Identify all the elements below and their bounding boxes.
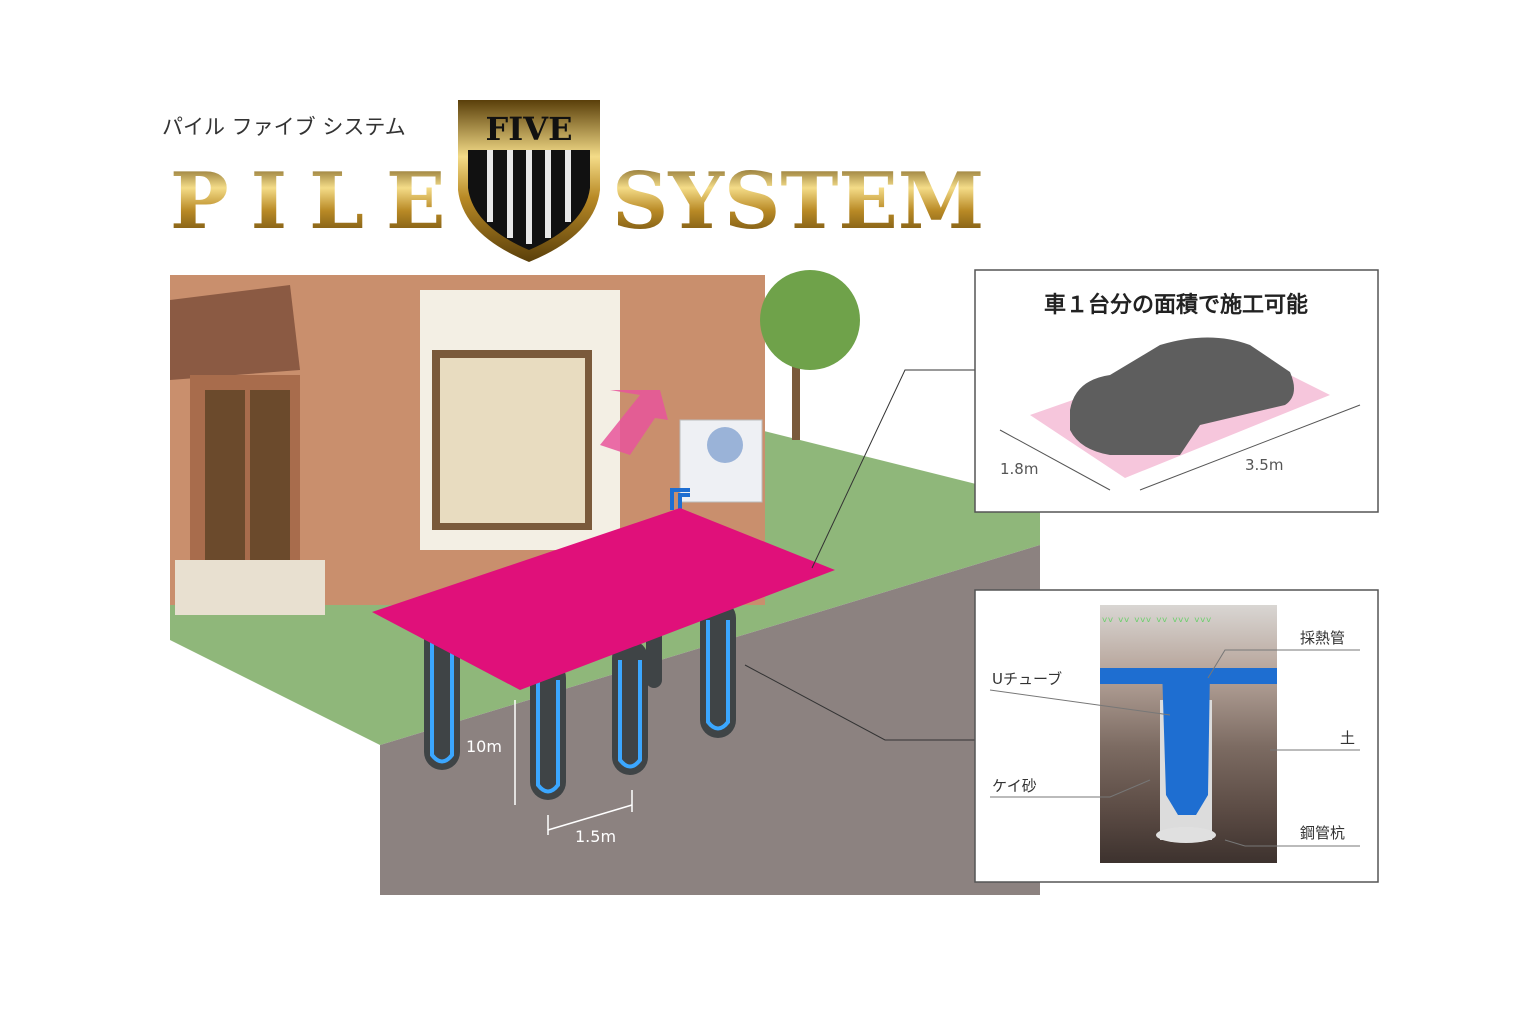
callout-area: 車１台分の面積で施工可能 1.8m 3.5m — [974, 269, 1379, 513]
arrow-icon — [600, 390, 668, 455]
label-steel-pile: 鋼管杭 — [1300, 824, 1345, 842]
logo-word-pile: PILE — [170, 156, 467, 247]
logo-word-system: SYSTEM — [612, 156, 984, 247]
label-heat-pipe: 採熱管 — [1300, 629, 1345, 647]
spacing-label: 1.5m — [575, 827, 616, 846]
label-silica-sand: ケイ砂 — [992, 777, 1037, 795]
installation-area — [372, 508, 835, 690]
leader-line — [744, 664, 975, 741]
pile — [700, 600, 736, 738]
logo-badge-five: FIVE — [486, 110, 573, 148]
label-u-tube: Uチューブ — [992, 670, 1062, 688]
dimension-lines — [514, 700, 633, 835]
width-label: 1.8m — [1000, 460, 1038, 478]
car-icon — [1070, 337, 1294, 455]
pile — [612, 640, 648, 775]
grass-icon: ᵥᵥ ᵥᵥ ᵥᵥᵥ ᵥᵥ ᵥᵥᵥ ᵥᵥᵥ — [1102, 610, 1212, 626]
u-tube — [1162, 668, 1210, 815]
length-label: 3.5m — [1245, 456, 1283, 474]
callout-section: ᵥᵥ ᵥᵥ ᵥᵥᵥ ᵥᵥ ᵥᵥᵥ ᵥᵥᵥ 採熱管 Uチューブ 土 ケイ砂 鋼管杭 — [974, 589, 1379, 883]
logo-kana: パイル ファイブ システム — [162, 115, 406, 139]
pile — [530, 660, 566, 800]
piles — [424, 600, 736, 800]
label-soil: 土 — [1340, 729, 1355, 747]
tree-illustration — [760, 270, 860, 440]
leader-line — [811, 369, 975, 569]
svg-text:ᵥᵥ ᵥᵥ ᵥᵥᵥ ᵥᵥ ᵥᵥᵥ ᵥᵥᵥ: ᵥᵥ ᵥᵥ ᵥᵥᵥ ᵥᵥ ᵥᵥᵥ ᵥᵥᵥ — [1102, 610, 1212, 626]
pile — [424, 620, 460, 770]
callout-area-title: 車１台分の面積で施工可能 — [1044, 292, 1308, 318]
shield-icon: FIVE — [458, 100, 600, 262]
depth-label: 10m — [466, 737, 502, 756]
logo: パイル ファイブ システム PILE FIVE SYSTEM — [162, 100, 984, 262]
